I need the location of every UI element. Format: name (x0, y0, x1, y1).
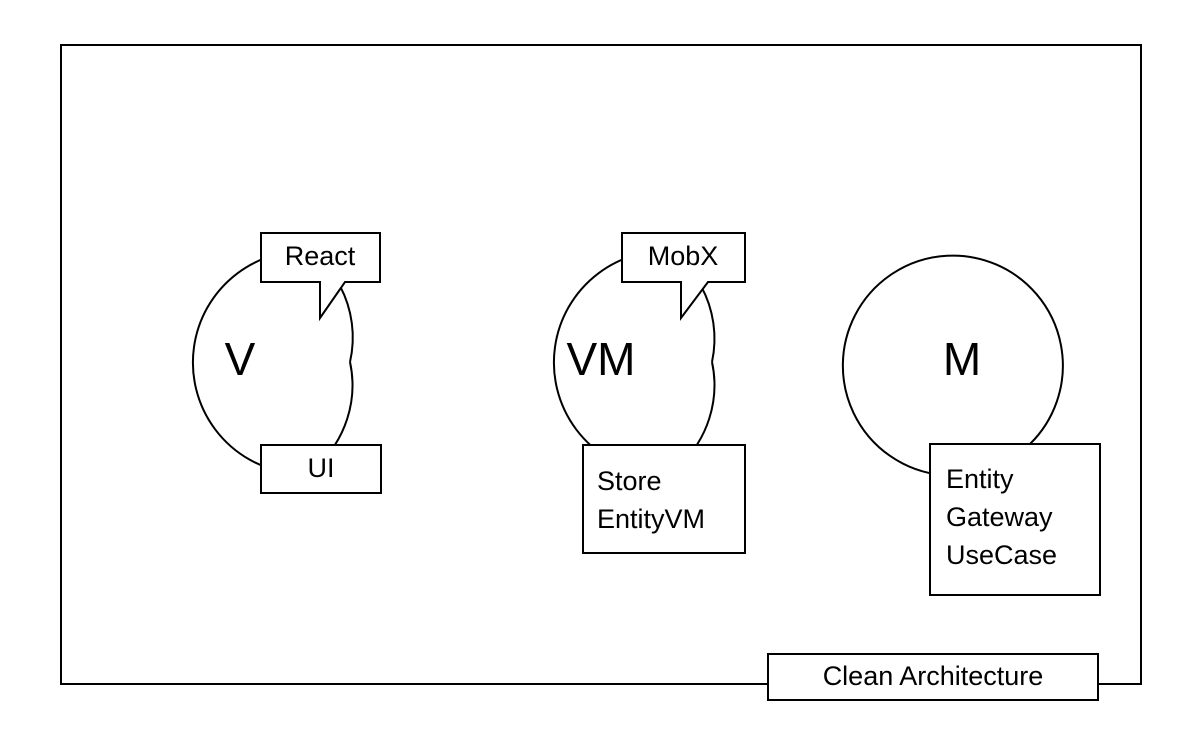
react-callout-box (260, 232, 381, 322)
view-model-circle-right-arc (700, 285, 716, 363)
group-model: M Entity Gateway UseCase (841, 254, 1101, 596)
store-entityvm-box (582, 444, 746, 554)
store-entityvm-box-line-0: Store (597, 466, 662, 496)
mobx-callout-box (621, 232, 746, 321)
group-view: React V UI (191, 232, 382, 494)
entity-gateway-usecase-box-line-0: Entity (946, 464, 1014, 494)
view-circle-right-arc (339, 285, 354, 363)
architecture-boundary (60, 44, 1142, 685)
entity-gateway-usecase-box (929, 443, 1101, 596)
react-label: React (285, 241, 356, 271)
entity-gateway-usecase-box-line-2: UseCase (946, 540, 1057, 570)
model-circle (841, 254, 1064, 477)
group-view-model: MobX VM Store EntityVM (552, 232, 746, 554)
entity-gateway-usecase-box-line-1: Gateway (946, 502, 1053, 532)
clean-architecture-caption: Clean Architecture (823, 661, 1044, 691)
view-model-circle-letter: VM (567, 333, 636, 385)
store-entityvm-box-line-1: EntityVM (597, 504, 705, 534)
ui-box (260, 444, 382, 494)
ui-box-line-0: UI (308, 453, 335, 483)
mobx-label: MobX (648, 241, 719, 271)
model-circle-letter: M (943, 333, 981, 385)
clean-architecture-caption-box (767, 653, 1099, 701)
view-circle-letter: V (225, 333, 256, 385)
